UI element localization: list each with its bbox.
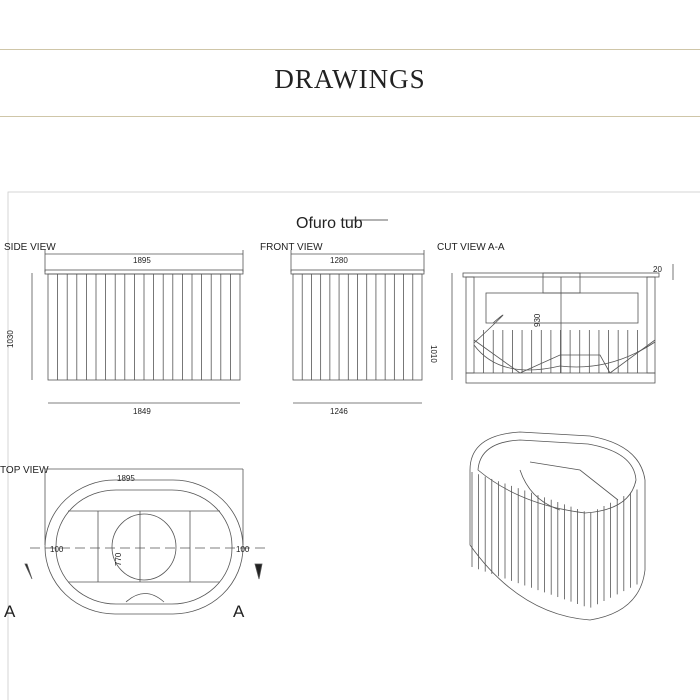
top-width: 1895 [117, 474, 135, 483]
drawing-title: Ofuro tub [296, 215, 363, 232]
header-rule-bottom [0, 116, 700, 117]
left-wall-dimension: 100 [50, 545, 64, 554]
section-arrow-left [24, 563, 33, 580]
side-view-label: SIDE VIEW [4, 242, 56, 253]
isometric-view [469, 431, 646, 621]
page-title: DRAWINGS [274, 64, 426, 94]
front-bottom-width: 1246 [330, 407, 348, 416]
inner-dimension: 770 [114, 552, 123, 566]
side-view: SIDE VIEW 1895 1030 1849 [4, 242, 244, 416]
rim [44, 269, 244, 275]
cut-depth: 930 [533, 313, 542, 327]
header-rule-top [0, 49, 700, 50]
right-wall-dimension: 100 [236, 545, 250, 554]
outer-rim [44, 479, 244, 615]
inner-rim [55, 489, 233, 605]
section-label-left: A [4, 602, 16, 621]
front-height: 1010 [429, 345, 438, 363]
section-label-right: A [233, 602, 245, 621]
rim [290, 269, 425, 275]
drawing-frame [7, 191, 700, 700]
front-view-label: FRONT VIEW [260, 242, 323, 253]
top-view: TOP VIEW 1895 100 100 770 A A [0, 465, 270, 621]
side-bottom-width: 1849 [133, 407, 151, 416]
front-top-width: 1280 [330, 256, 348, 265]
cut-rim-dimension: 20 [653, 265, 662, 274]
cut-view-label: CUT VIEW A-A [437, 242, 505, 253]
side-height: 1030 [6, 330, 15, 348]
side-top-width: 1895 [133, 256, 151, 265]
front-view: FRONT VIEW 1280 1010 1246 [260, 242, 438, 416]
section-arrow-right [254, 563, 263, 580]
seat-opening [111, 513, 177, 581]
top-view-label: TOP VIEW [0, 465, 49, 476]
cut-view: CUT VIEW A-A 20 930 [437, 242, 674, 384]
